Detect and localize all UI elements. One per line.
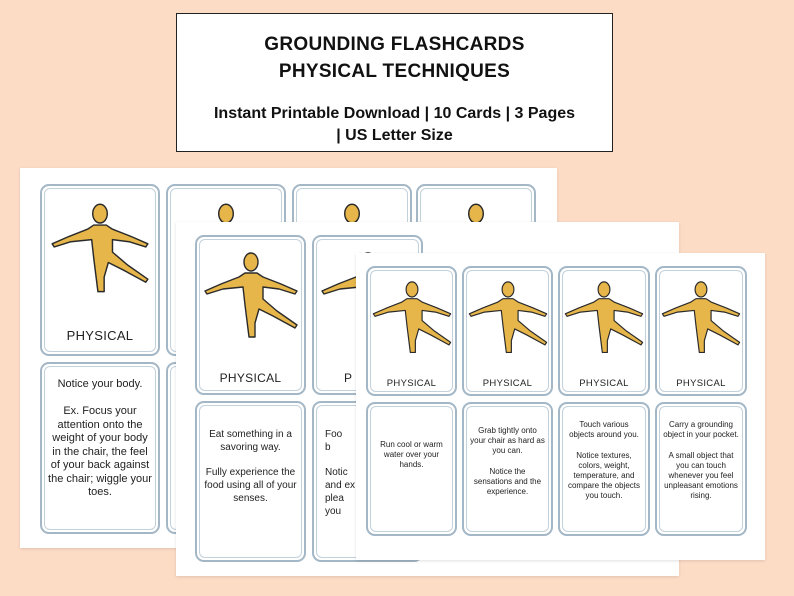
card-text-partial: Foo b Notic and ex plea you (325, 429, 356, 517)
flashcard-front: PHYSICAL (366, 266, 457, 396)
title-line-1: GROUNDING FLASHCARDS (264, 34, 525, 55)
subtitle-line-1: Instant Printable Download | 10 Cards | … (213, 105, 576, 122)
figure-icon (661, 281, 741, 354)
header-box: GROUNDING FLASHCARDS PHYSICAL TECHNIQUES… (176, 13, 613, 152)
card-text: Notice your body. Ex. Focus your attenti… (48, 378, 152, 498)
card-label: PHYSICAL (66, 328, 134, 343)
subtitle-line-2: | US Letter Size (336, 127, 453, 144)
card-text: Grab tightly onto your chair as hard as … (470, 426, 545, 497)
figure-icon (372, 281, 451, 354)
figure-icon (51, 203, 149, 293)
card-label: PHYSICAL (386, 378, 437, 389)
flashcard-sheet-3: PHYSICAL PHYSICAL PHYSICAL PHYSICAL Run … (356, 253, 765, 560)
flashcard-back: Notice your body. Ex. Focus your attenti… (40, 362, 160, 534)
card-text: Run cool or warm water over your hands. (380, 440, 443, 470)
card-label: PHYSICAL (219, 371, 282, 385)
card-text: Eat something in a savoring way. Fully e… (204, 429, 297, 504)
flashcard-back: Eat something in a savoring way. Fully e… (195, 401, 306, 562)
flashcard-front: PHYSICAL (40, 184, 160, 356)
flashcard-back: Run cool or warm water over your hands. (366, 402, 457, 536)
flashcard-front: PHYSICAL (462, 266, 553, 396)
figure-icon (468, 281, 547, 354)
flashcard-front: PHYSICAL (558, 266, 650, 396)
flashcard-front: PHYSICAL (195, 235, 306, 395)
card-label: PHYSICAL (579, 378, 629, 389)
flashcard-front: PHYSICAL (655, 266, 747, 396)
flashcard-back: Touch various objects around you. Notice… (558, 402, 650, 536)
card-label-partial: P (344, 371, 353, 385)
figure-icon (203, 252, 298, 338)
card-text: Carry a grounding object in your pocket.… (663, 420, 739, 501)
title-line-2: PHYSICAL TECHNIQUES (278, 61, 511, 82)
card-label: PHYSICAL (482, 378, 533, 389)
card-label: PHYSICAL (676, 378, 726, 389)
flashcard-back: Carry a grounding object in your pocket.… (655, 402, 747, 536)
flashcard-back: Grab tightly onto your chair as hard as … (462, 402, 553, 536)
card-text: Touch various objects around you. Notice… (567, 420, 641, 501)
figure-icon (564, 281, 644, 354)
